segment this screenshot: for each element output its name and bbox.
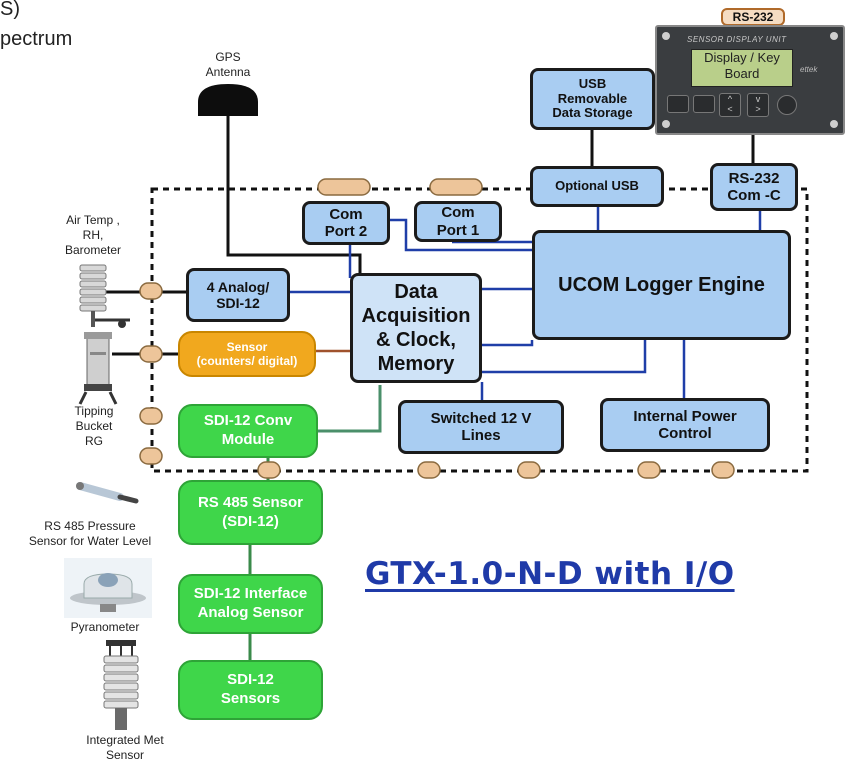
switched-12v-box: Switched 12 V Lines — [398, 400, 564, 454]
optional-usb-box: Optional USB — [530, 166, 664, 207]
screw-icon — [662, 32, 670, 40]
conv-wire — [318, 385, 382, 433]
keypad-button[interactable] — [667, 95, 689, 113]
gps-antenna-icon — [198, 84, 258, 116]
keypad-button[interactable] — [693, 95, 715, 113]
air-temp-label: Air Temp , RH, Barometer — [64, 213, 122, 257]
sdi12-conv-module-box: SDI-12 Conv Module — [178, 404, 318, 458]
display-brand: SENSOR DISPLAY UNIT — [687, 35, 787, 44]
integrated-met-icon — [103, 640, 139, 730]
down-arrow-icon[interactable]: v> — [747, 93, 769, 117]
pressure-sensor-icon — [76, 482, 139, 504]
sensor-display-unit[interactable]: SENSOR DISPLAY UNIT Display / Key Board … — [655, 25, 845, 135]
display-screen: Display / Key Board — [691, 49, 793, 87]
pyranometer-icon — [64, 558, 152, 618]
gps-antenna-label: GPS Antenna — [205, 50, 251, 79]
integrated-met-label: Integrated Met Sensor — [86, 733, 164, 762]
internal-bus-lines — [290, 207, 762, 400]
com-port-2-box: Com Port 2 — [302, 201, 390, 245]
pyranometer-label: Pyranometer — [70, 620, 140, 634]
sdi12-sensors-box: SDI-12 Sensors — [178, 660, 323, 720]
rs232-tag: RS-232 — [721, 8, 785, 26]
cutoff-text-top: S) — [0, 0, 20, 20]
display-side-text: ettek — [800, 65, 818, 74]
up-arrow-icon[interactable]: ^< — [719, 93, 741, 117]
sensor-counters-box: Sensor (counters/ digital) — [178, 331, 316, 377]
internal-power-box: Internal Power Control — [600, 398, 770, 452]
com-port-1-box: Com Port 1 — [414, 201, 502, 242]
rs485-sensor-box: RS 485 Sensor (SDI-12) — [178, 480, 323, 545]
data-acquisition-box: Data Acquisition & Clock, Memory — [350, 273, 482, 383]
analog-sdi12-box: 4 Analog/ SDI-12 — [186, 268, 290, 322]
rs485-pressure-label: RS 485 Pressure Sensor for Water Level — [28, 519, 152, 548]
rain-gauge-icon — [78, 332, 118, 405]
power-icon[interactable] — [777, 95, 797, 115]
usb-storage-box: USB Removable Data Storage — [530, 68, 655, 130]
logger-enclosure — [150, 187, 809, 473]
screw-icon — [830, 32, 838, 40]
diagram-title: GTX-1.0-N-D with I/O — [365, 556, 735, 592]
connectors — [139, 178, 735, 479]
tipping-bucket-label: Tipping Bucket RG — [74, 404, 114, 448]
sdi12-interface-box: SDI-12 Interface Analog Sensor — [178, 574, 323, 634]
screw-icon — [662, 120, 670, 128]
rs232-com-box: RS-232 Com -C — [710, 163, 798, 211]
cutoff-text-second: pectrum — [0, 28, 73, 50]
ucom-logger-engine-box: UCOM Logger Engine — [532, 230, 791, 340]
radiation-shield-icon — [79, 264, 130, 328]
screw-icon — [830, 120, 838, 128]
gps-cable — [226, 110, 362, 278]
